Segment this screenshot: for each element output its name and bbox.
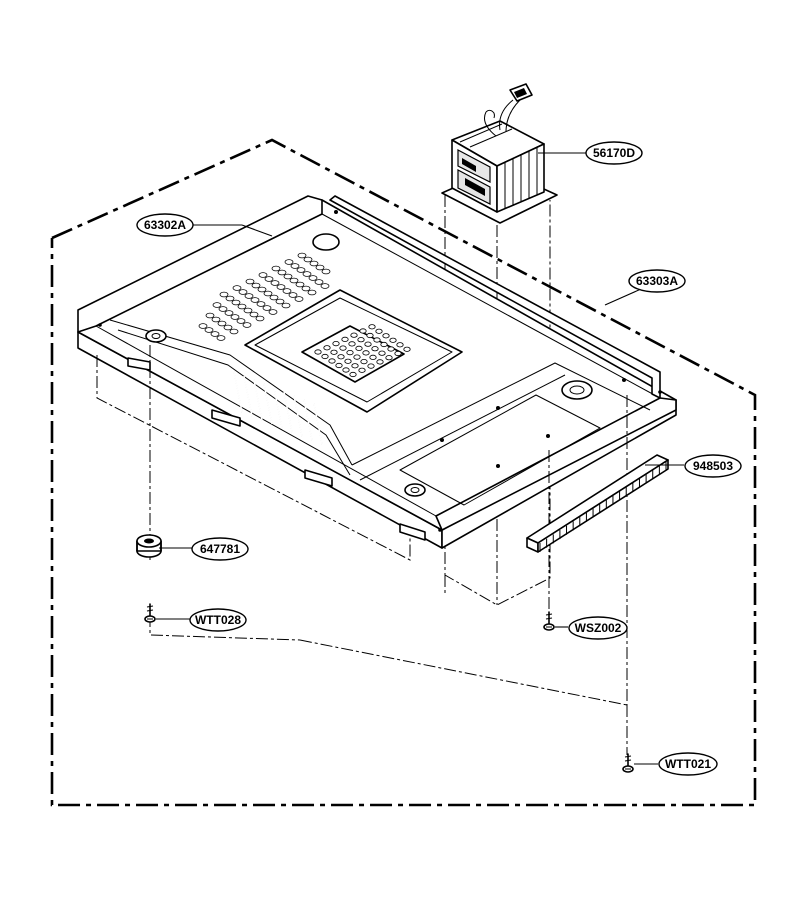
screw-foot[interactable] — [144, 603, 156, 623]
part-number-label: 56170D — [593, 146, 635, 160]
part-number-label: 63303A — [636, 274, 678, 288]
callout-63303A: 63303A — [628, 269, 686, 293]
part-number-label: 948503 — [693, 459, 733, 473]
callout-647781: 647781 — [191, 537, 249, 561]
screw-transformer[interactable] — [543, 611, 555, 631]
callout-63302A: 63302A — [136, 213, 194, 237]
foot[interactable] — [136, 534, 162, 558]
part-number-label: 63302A — [144, 218, 186, 232]
vent-slots — [233, 371, 323, 445]
part-number-label: WTT028 — [195, 613, 241, 627]
base-plate[interactable] — [77, 195, 677, 549]
callout-WTT021: WTT021 — [658, 752, 718, 776]
part-number-label: WSZ002 — [575, 621, 622, 635]
part-number-label: 647781 — [200, 542, 240, 556]
grill-holes — [314, 324, 411, 378]
cushion-strip[interactable] — [526, 454, 669, 553]
assembly-boundary — [50, 138, 757, 807]
callout-56170D: 56170D — [585, 141, 643, 165]
screw-plate[interactable] — [622, 753, 634, 773]
leader-lines — [156, 152, 684, 765]
part-number-label: WTT021 — [665, 757, 711, 771]
callout-948503: 948503 — [684, 454, 742, 478]
transformer[interactable] — [441, 83, 558, 224]
vent-holes — [198, 252, 331, 341]
callout-WSZ002: WSZ002 — [568, 616, 628, 640]
callout-WTT028: WTT028 — [189, 608, 247, 632]
